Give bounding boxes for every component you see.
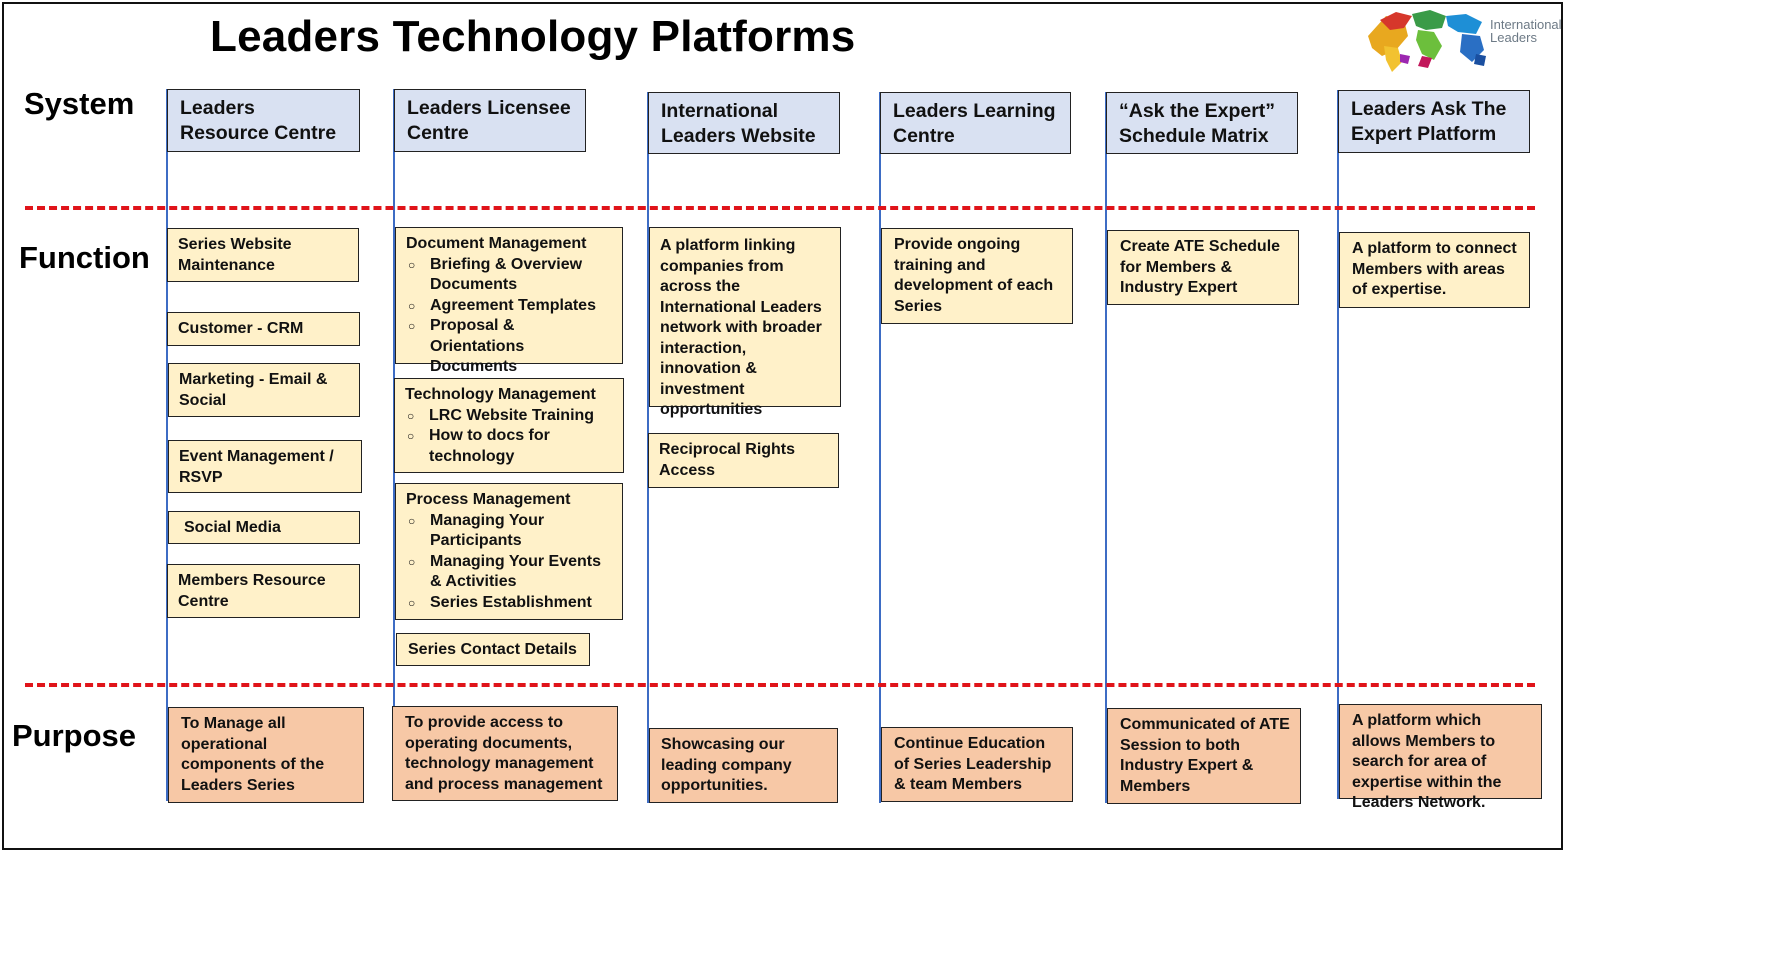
function-heading: Technology Management <box>405 386 596 403</box>
function-box: Event Management / RSVP <box>168 440 362 493</box>
function-heading: Process Management <box>406 491 571 508</box>
purpose-box: To provide access to operating documents… <box>392 706 618 801</box>
page-title: Leaders Technology Platforms <box>210 12 856 61</box>
function-list-item: Proposal & Orientations Documents <box>406 316 612 378</box>
function-box: Create ATE Schedule for Members & Indust… <box>1107 230 1299 305</box>
column-connector <box>879 92 881 803</box>
divider-system-function <box>25 206 1535 210</box>
column-connector <box>1337 90 1339 799</box>
purpose-box: To Manage all operational components of … <box>168 707 364 803</box>
function-box-document-management: Document Management Briefing & Overview … <box>395 227 623 375</box>
row-label-purpose: Purpose <box>12 718 137 753</box>
function-box-process-management: Process Management Managing Your Partici… <box>395 483 623 620</box>
system-box: Leaders Resource Centre <box>167 89 360 152</box>
column-connector <box>1105 92 1107 803</box>
purpose-box: Communicated of ATE Session to both Indu… <box>1107 708 1301 804</box>
international-leaders-logo <box>1368 10 1486 72</box>
logo-line-1: International <box>1490 17 1562 32</box>
function-heading: Document Management <box>406 235 587 252</box>
purpose-box: A platform which allows Members to searc… <box>1339 704 1542 811</box>
function-list-item: Managing Your Participants <box>406 511 612 552</box>
function-list-item: Managing Your Events & Activities <box>406 552 612 593</box>
system-box: Leaders Licensee Centre <box>394 89 586 152</box>
row-label-system: System <box>24 86 135 121</box>
row-label-function: Function <box>19 240 150 275</box>
function-list-item: Series Establishment <box>406 593 612 614</box>
function-box-technology-management: Technology Management LRC Website Traini… <box>394 378 624 473</box>
function-list-item: LRC Website Training <box>405 406 613 427</box>
system-box: Leaders Ask The Expert Platform <box>1338 90 1530 153</box>
function-box: Series Contact Details <box>396 633 590 666</box>
function-box: Members Resource Centre <box>167 564 360 618</box>
system-box: “Ask the Expert” Schedule Matrix <box>1106 92 1298 154</box>
function-list-item: Briefing & Overview Documents <box>406 255 612 296</box>
function-box: Social Media <box>168 511 360 544</box>
function-list-item: How to docs for technology <box>405 426 613 467</box>
system-box: International Leaders Website <box>648 92 840 154</box>
logo-line-2: Leaders <box>1490 30 1537 45</box>
function-box: Reciprocal Rights Access <box>648 433 839 488</box>
function-box: Marketing - Email & Social <box>168 363 360 417</box>
logo-text: International Leaders <box>1490 18 1562 44</box>
purpose-box: Continue Education of Series Leadership … <box>881 727 1073 802</box>
function-box: Customer - CRM <box>167 312 360 346</box>
function-list-item: Agreement Templates <box>406 296 612 317</box>
function-box: A platform to connect Members with areas… <box>1339 232 1530 308</box>
divider-function-purpose <box>25 683 1535 687</box>
function-box: Provide ongoing training and development… <box>881 228 1073 324</box>
function-box: A platform linking companies from across… <box>649 227 841 418</box>
function-box: Series Website Maintenance <box>167 228 359 282</box>
system-box: Leaders Learning Centre <box>880 92 1071 154</box>
column-connector <box>166 89 168 801</box>
purpose-box: Showcasing our leading company opportuni… <box>649 728 838 803</box>
